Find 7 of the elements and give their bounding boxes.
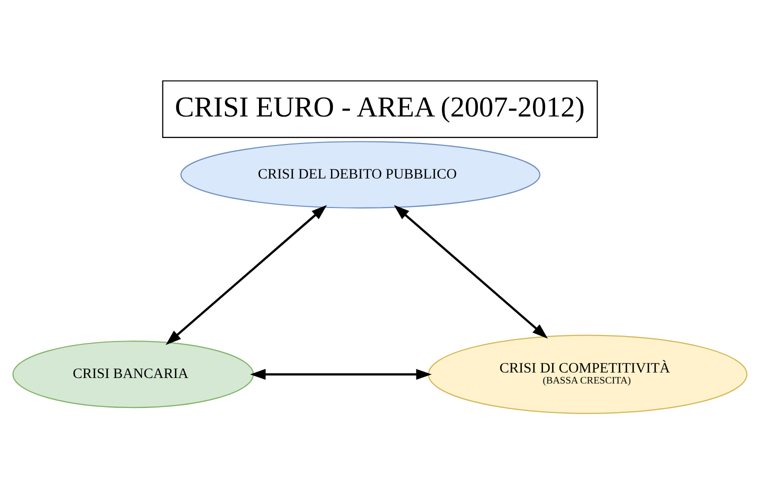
node-ellipse: CRISI DEL DEBITO PUBBLICO (180, 141, 540, 208)
node-ellipse: CRISI DI COMPETITIVITÀ (BASSA CRESCITA) (428, 334, 748, 414)
diagram-title: CRISI EURO - AREA (2007-2012) (174, 92, 585, 124)
node-ellipse: CRISI BANCARIA (12, 340, 254, 408)
arrow (394, 204, 548, 339)
arrow (166, 204, 327, 345)
arrow (250, 368, 432, 380)
